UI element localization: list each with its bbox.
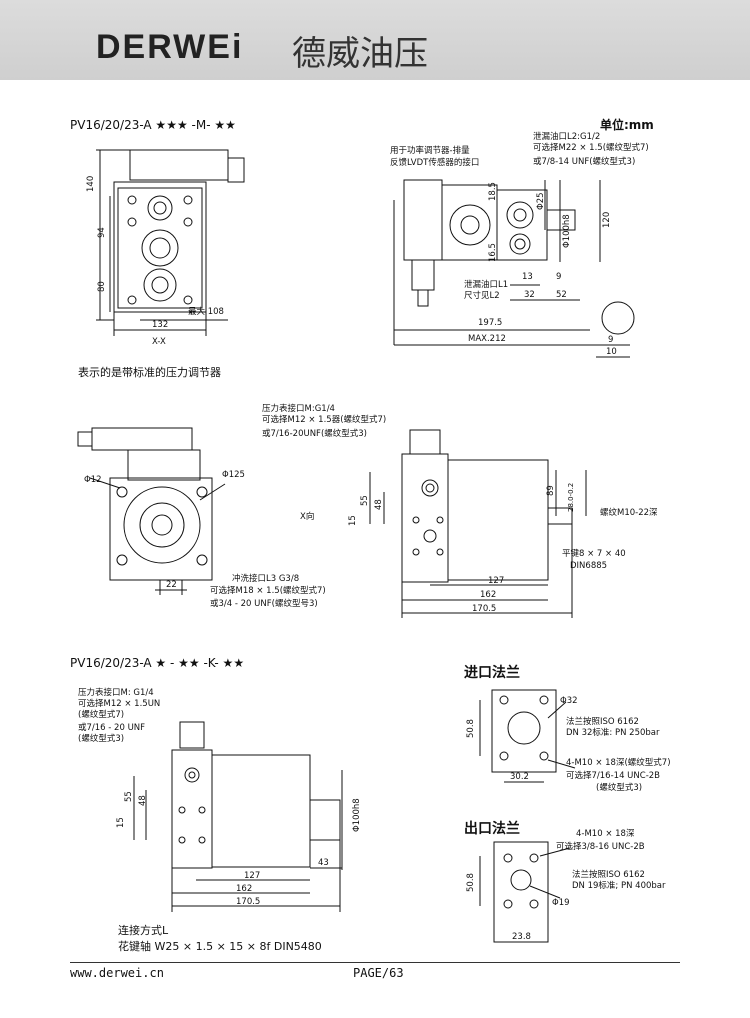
dim-127: 127 <box>488 576 505 586</box>
dim-13: 13 <box>522 272 533 282</box>
dim-197-5: 197.5 <box>478 318 503 328</box>
note-m-1: 压力表接口M:G1/4 <box>262 404 335 414</box>
footer-divider <box>70 962 680 963</box>
dim-16-5: 16.5 <box>488 243 498 262</box>
note-l2-1: 泄漏油口L2:G1/2 <box>533 132 601 142</box>
inlet-note-4: 可选择7/16-14 UNC-2B <box>566 771 660 781</box>
note-l1-2: 尺寸见L2 <box>464 291 500 301</box>
dim-52: 52 <box>556 290 567 300</box>
dim-28: 28.0-0.2 <box>567 482 575 512</box>
caption-spline-shaft: 花键轴 W25 × 1.5 × 15 × 8f DIN5480 <box>118 940 322 953</box>
model-code-3: PV16/20/23-A ★ - ★★ -K- ★★ <box>70 656 245 670</box>
outlet-flange-drawing <box>479 841 571 943</box>
thread-note: 螺纹M10-22深 <box>600 508 658 518</box>
note-l1-1: 泄漏油口L1 <box>464 280 509 290</box>
note-flush-3: 或3/4 - 20 UNF(螺纹型号3) <box>210 599 318 609</box>
outlet-dim-23-8: 23.8 <box>512 932 531 942</box>
caption-connection: 连接方式L <box>118 924 169 937</box>
dim3-127: 127 <box>244 871 261 881</box>
view-label-xx: X-X <box>152 337 166 347</box>
outlet-note-2: 可选择3/8-16 UNC-2B <box>556 842 645 852</box>
note3-m-5: (螺纹型式3) <box>78 734 125 744</box>
dim3-170-5: 170.5 <box>236 897 261 907</box>
outlet-flange-title: 出口法兰 <box>464 821 520 837</box>
footer-page-number: PAGE/63 <box>353 966 404 980</box>
dim3-48: 48 <box>138 795 148 806</box>
inlet-flange-title: 进口法兰 <box>464 665 520 681</box>
note3-m-4: 或7/16 - 20 UNF <box>78 723 146 733</box>
dim-162: 162 <box>480 590 497 600</box>
dim-22: 22 <box>166 580 177 590</box>
inlet-note-1: 法兰按照ISO 6162 <box>566 717 639 727</box>
outlet-note-1: 4-M10 × 18深 <box>576 829 635 839</box>
dim3-55: 55 <box>124 791 134 802</box>
inlet-dim-50-8: 50.8 <box>466 719 476 738</box>
note-flush-1: 冲洗接口L3 G3/8 <box>232 574 300 584</box>
inlet-dim-30-2: 30.2 <box>510 772 529 782</box>
note-port-1: 用于功率调节器-排量 <box>390 146 470 156</box>
key-note-1: 平键8 × 7 × 40 <box>562 549 626 559</box>
note-flush-2: 可选择M18 × 1.5(螺纹型式7) <box>210 586 326 596</box>
outlet-note-3: 法兰按照ISO 6162 <box>572 870 645 880</box>
note3-m-3: (螺纹型式7) <box>78 710 125 720</box>
front-view-2 <box>77 427 226 595</box>
dim-170-5: 170.5 <box>472 604 497 614</box>
dim-120: 120 <box>602 211 612 228</box>
inlet-flange-drawing <box>479 689 576 783</box>
dim3-15: 15 <box>116 817 126 828</box>
dim-10: 10 <box>606 347 617 357</box>
outlet-phi19: Φ19 <box>552 898 570 908</box>
inlet-note-5: (螺纹型式3) <box>596 783 643 793</box>
outlet-note-4: DN 19标准; PN 400bar <box>572 881 666 891</box>
dim-32: 32 <box>524 290 535 300</box>
note3-m-2: 可选择M12 × 1.5UN <box>78 699 161 709</box>
brand-chinese-name: 德威油压 <box>292 34 428 74</box>
brand-logo: DERWEi <box>96 28 244 66</box>
note-l2-2: 可选择M22 × 1.5(螺纹型式7) <box>533 143 649 153</box>
note3-m-1: 压力表接口M: G1/4 <box>78 688 154 698</box>
inlet-note-2: DN 32标准: PN 250bar <box>566 728 660 738</box>
note-m-3: 或7/16-20UNF(螺纹型式3) <box>262 429 367 439</box>
dim3-phi100: Φ100h8 <box>352 798 362 832</box>
dim-18-5: 18.5 <box>488 182 498 201</box>
dim-15: 15 <box>348 515 358 526</box>
inlet-note-3: 4-M10 × 18深(螺纹型式7) <box>566 758 671 768</box>
note-l2-3: 或7/8-14 UNF(螺纹型式3) <box>533 157 636 167</box>
dim-132: 132 <box>152 320 169 330</box>
caption-regulator: 表示的是带标准的压力调节器 <box>78 366 221 379</box>
front-view-1 <box>96 149 245 336</box>
dim-phi12: Φ12 <box>84 475 102 485</box>
header-banner: DERWEi 德威油压 <box>0 0 750 80</box>
dim-max108: 最大 108 <box>188 307 224 317</box>
dim-phi125: Φ125 <box>222 470 245 480</box>
inlet-phi32: Φ32 <box>560 696 578 706</box>
side-view-1 <box>393 179 635 358</box>
dim3-162: 162 <box>236 884 253 894</box>
dim-94: 94 <box>97 227 107 238</box>
footer-website[interactable]: www.derwei.cn <box>70 966 164 980</box>
dim-max212: MAX.212 <box>468 334 506 344</box>
side-view-2 <box>369 429 587 618</box>
x-direction-label: X向 <box>300 512 315 522</box>
dim-80: 80 <box>97 281 107 292</box>
key-note-2: DIN6885 <box>570 561 608 571</box>
dim-phi25: Φ25 <box>536 192 546 210</box>
model-code-1: PV16/20/23-A ★★★ -M- ★★ <box>70 118 236 132</box>
note-port-2: 反馈LVDT传感器的接口 <box>390 158 480 168</box>
dim-140: 140 <box>86 175 96 192</box>
side-view-3 <box>133 721 343 912</box>
dim-55: 55 <box>360 495 370 506</box>
dim-9: 9 <box>556 272 562 282</box>
dim3-43: 43 <box>318 858 329 868</box>
dim-48: 48 <box>374 499 384 510</box>
dim-89: 89 <box>546 485 556 496</box>
unit-label: 单位:mm <box>600 118 654 132</box>
dim-9b: 9 <box>608 335 614 345</box>
note-m-2: 可选择M12 × 1.5器(螺纹型式7) <box>262 415 387 425</box>
dim-phi100: Φ100h8 <box>562 214 572 248</box>
outlet-dim-50-8: 50.8 <box>466 873 476 892</box>
